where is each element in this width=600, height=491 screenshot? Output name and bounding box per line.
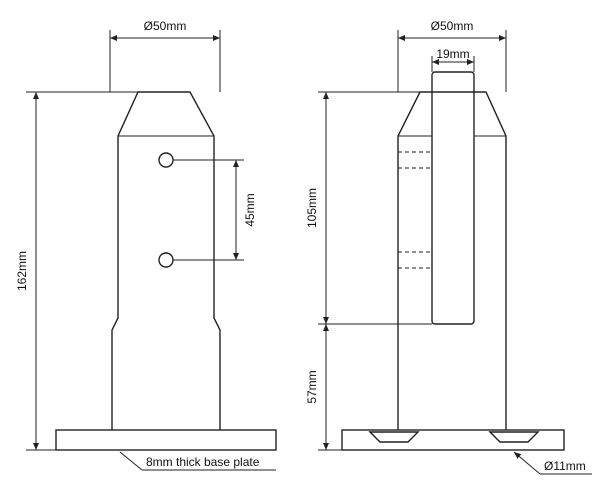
left-diameter-label: Ø50mm <box>144 19 187 33</box>
right-bolt-left <box>368 431 420 443</box>
base-plate-label: 8mm thick base plate <box>146 455 260 469</box>
right-slot-height-label: 105mm <box>305 188 319 228</box>
left-height-label: 162mm <box>15 251 29 291</box>
right-lower-height-label: 57mm <box>305 370 319 403</box>
right-post-body <box>397 91 507 430</box>
bolt-hole-label: Ø11mm <box>544 459 586 473</box>
right-diameter-label: Ø50mm <box>431 19 474 33</box>
right-bolt-right <box>488 431 540 443</box>
right-view: Ø50mm 19mm 105mm 57mm Ø11mm <box>305 19 592 475</box>
base-plate-leader <box>119 451 143 471</box>
bolt-hole-leader <box>513 451 541 475</box>
right-base-plate <box>341 429 565 451</box>
left-post-body <box>111 91 221 430</box>
left-base-plate <box>55 429 277 451</box>
left-view: Ø50mm 162mm 45mm 8mm thick base plate <box>15 19 277 471</box>
left-hole-spacing-label: 45mm <box>243 193 257 226</box>
left-lower-hole <box>158 252 174 268</box>
right-glass-slot <box>431 71 475 325</box>
left-upper-hole <box>158 152 174 168</box>
right-slot-width-label: 19mm <box>436 47 469 61</box>
